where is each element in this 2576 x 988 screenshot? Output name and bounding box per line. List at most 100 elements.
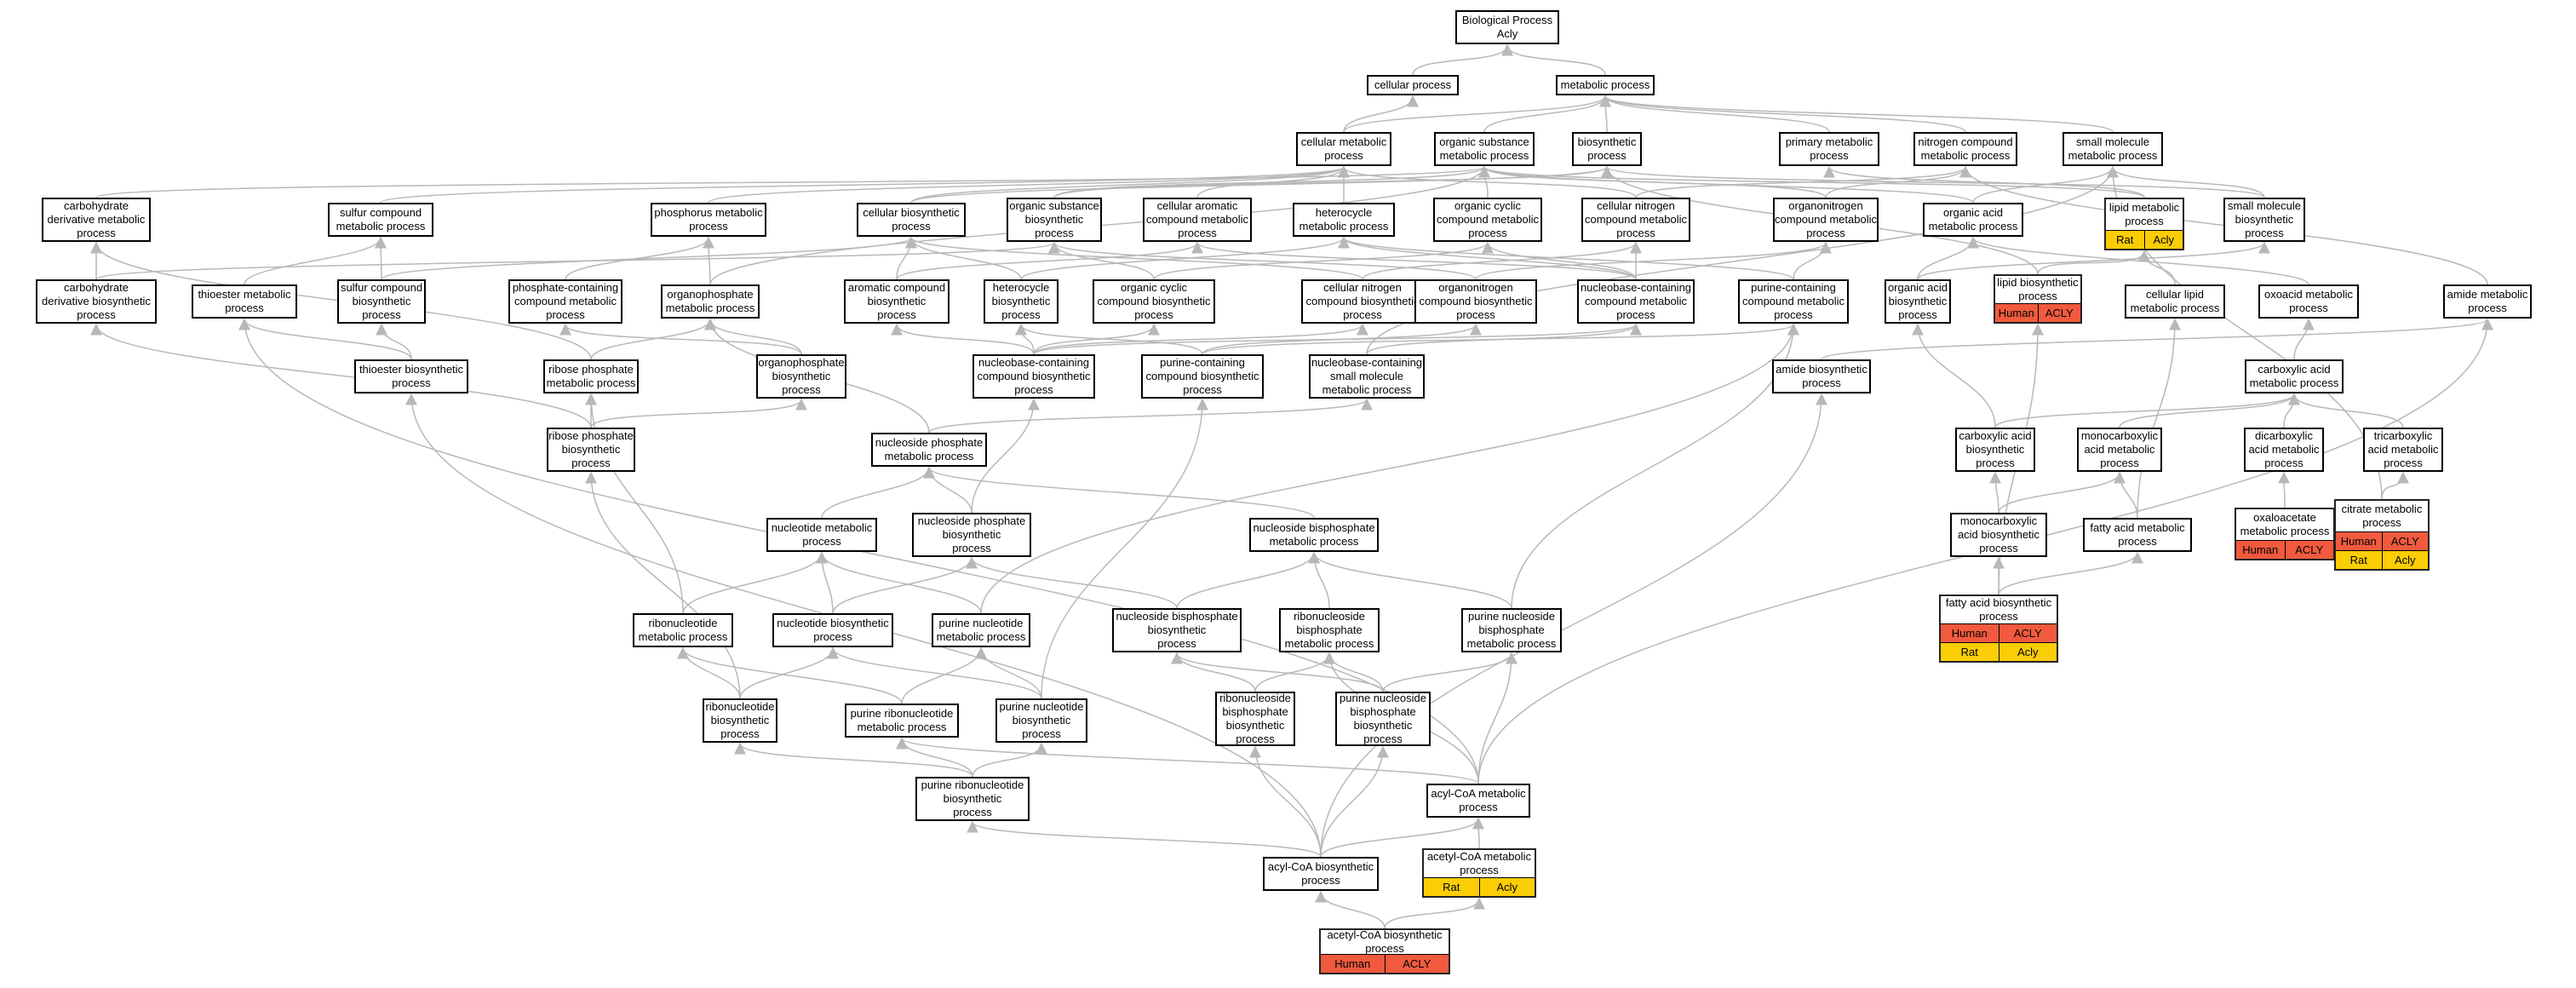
go-term-organic-acid-biosynthetic[interactable]: organic acid biosynthetic process	[1885, 279, 1951, 324]
go-term-organophosphate-metabolic[interactable]: organophosphate metabolic process	[661, 284, 760, 319]
go-term-thioester-metabolic[interactable]: thioester metabolic process	[192, 284, 297, 319]
edge-cellular-aromatic-metabolic-to-cellular-metabolic	[1196, 165, 1350, 198]
go-term-organic-cyclic-biosynthetic[interactable]: organic cyclic compound biosynthetic pro…	[1093, 279, 1215, 324]
go-term-label: cellular process	[1374, 78, 1452, 91]
go-term-acyl-coa-metabolic[interactable]: acyl-CoA metabolic process	[1426, 784, 1530, 818]
go-term-organic-substance-metabolic[interactable]: organic substance metabolic process	[1434, 132, 1535, 166]
go-term-label: nucleobase-containing small molecule met…	[1311, 356, 1423, 396]
edge-purine-nucleotide-metabolic-to-purine-containing-metabolic	[980, 323, 1799, 614]
go-term-cellular-process[interactable]: cellular process	[1367, 75, 1459, 95]
go-term-cellular-biosynthetic[interactable]: cellular biosynthetic process	[857, 203, 966, 237]
go-term-small-molecule-metabolic[interactable]: small molecule metabolic process	[2063, 132, 2163, 166]
go-term-sulfur-compound-metabolic[interactable]: sulfur compound metabolic process	[328, 203, 433, 237]
go-term-organic-acid-metabolic[interactable]: organic acid metabolic process	[1923, 203, 2023, 237]
go-term-ribonucleoside-bisphosphate-biosynthetic[interactable]: ribonucleoside bisphosphate biosynthetic…	[1215, 692, 1295, 746]
go-term-phosphate-containing-metabolic[interactable]: phosphate-containing compound metabolic …	[508, 279, 622, 324]
go-term-nucleotide-biosynthetic[interactable]: nucleotide biosynthetic process	[772, 613, 893, 647]
go-term-nucleobase-small-molecule-metabolic[interactable]: nucleobase-containing small molecule met…	[1309, 354, 1425, 399]
go-term-purine-containing-metabolic[interactable]: purine-containing compound metabolic pro…	[1738, 279, 1849, 324]
go-term-monocarboxylic-acid-biosynthetic[interactable]: monocarboxylic acid biosynthetic process	[1950, 513, 2047, 557]
go-term-carboxylic-acid-biosynthetic[interactable]: carboxylic acid biosynthetic process	[1955, 428, 2035, 472]
go-term-carboxylic-acid-metabolic[interactable]: carboxylic acid metabolic process	[2245, 359, 2344, 393]
go-term-organic-cyclic-metabolic[interactable]: organic cyclic compound metabolic proces…	[1433, 198, 1542, 242]
go-term-label: lipid biosynthetic process	[1997, 276, 2079, 302]
edge-nucleobase-containing-metabolic-to-cellular-aromatic-metabolic	[1191, 241, 1637, 280]
go-term-heterocycle-metabolic[interactable]: heterocycle metabolic process	[1293, 203, 1395, 237]
go-term-primary-metabolic[interactable]: primary metabolic process	[1779, 132, 1879, 166]
go-term-nucleoside-bisphosphate-biosynthetic[interactable]: nucleoside bisphosphate biosynthetic pro…	[1112, 608, 1242, 652]
edge-cellular-nitrogen-biosynthetic-to-cellular-nitrogen-metabolic	[1362, 241, 1642, 280]
edge-organonitrogen-biosynthetic-to-organonitrogen-metabolic	[1475, 241, 1832, 280]
go-term-label: metabolic process	[1560, 78, 1650, 91]
go-term-ribonucleotide-metabolic[interactable]: ribonucleotide metabolic process	[633, 613, 733, 647]
edge-purine-containing-biosynthetic-to-organonitrogen-biosynthetic	[1202, 323, 1482, 355]
go-term-biosynthetic[interactable]: biosynthetic process	[1572, 132, 1642, 166]
go-term-purine-nucleoside-bisphosphate-metabolic[interactable]: purine nucleoside bisphosphate metabolic…	[1461, 608, 1562, 652]
go-term-purine-nucleoside-bisphosphate-biosynthetic[interactable]: purine nucleoside bisphosphate biosynthe…	[1335, 692, 1431, 746]
go-term-aromatic-biosynthetic[interactable]: aromatic compound biosynthetic process	[844, 279, 950, 324]
go-term-tricarboxylic-acid-metabolic[interactable]: tricarboxylic acid metabolic process	[2363, 428, 2443, 472]
edge-purine-containing-metabolic-to-heterocycle-metabolic	[1338, 236, 1794, 280]
go-term-organic-substance-biosynthetic[interactable]: organic substance biosynthetic process	[1007, 198, 1102, 242]
go-term-cellular-lipid-metabolic[interactable]: cellular lipid metabolic process	[2125, 284, 2225, 319]
go-term-amide-metabolic[interactable]: amide metabolic process	[2443, 284, 2532, 319]
edge-primary-metabolic-to-metabolic-process	[1599, 95, 1830, 133]
go-term-label: heterocycle biosynthetic process	[991, 281, 1051, 321]
go-term-purine-nucleotide-biosynthetic[interactable]: purine nucleotide biosynthetic process	[995, 698, 1087, 743]
go-term-carbohydrate-derivative-biosynthetic[interactable]: carbohydrate derivative biosynthetic pro…	[36, 279, 157, 324]
go-term-ribonucleoside-bisphosphate-metabolic[interactable]: ribonucleoside bisphosphate metabolic pr…	[1279, 608, 1380, 652]
go-term-fatty-acid-metabolic[interactable]: fatty acid metabolic process	[2083, 518, 2192, 552]
edge-organic-acid-biosynthetic-to-small-molecule-biosynthetic	[1917, 241, 2270, 280]
edge-nitrogen-compound-metabolic-to-metabolic-process	[1599, 95, 1966, 133]
go-term-label: nucleobase-containing compound metabolic…	[1580, 281, 1692, 321]
go-term-ribose-phosphate-metabolic[interactable]: ribose phosphate metabolic process	[543, 359, 639, 393]
go-term-root[interactable]: Biological Process Acly	[1455, 10, 1559, 44]
go-term-nucleoside-phosphate-metabolic[interactable]: nucleoside phosphate metabolic process	[871, 433, 987, 467]
go-term-phosphorus-metabolic[interactable]: phosphorus metabolic process	[651, 203, 766, 237]
edge-purine-nucleoside-bisphosphate-metabolic-to-nucleoside-bisphosphate-metabolic	[1308, 551, 1512, 609]
go-term-heterocycle-biosynthetic[interactable]: heterocycle biosynthetic process	[984, 279, 1059, 324]
go-term-nucleoside-bisphosphate-metabolic[interactable]: nucleoside bisphosphate metabolic proces…	[1249, 518, 1379, 552]
go-term-label: purine ribonucleotide metabolic process	[850, 707, 954, 733]
go-term-ribonucleotide-biosynthetic[interactable]: ribonucleotide biosynthetic process	[703, 698, 777, 743]
go-term-nucleotide-metabolic[interactable]: nucleotide metabolic process	[766, 518, 877, 552]
go-term-cellular-aromatic-metabolic[interactable]: cellular aromatic compound metabolic pro…	[1143, 198, 1252, 242]
go-term-acyl-coa-biosynthetic[interactable]: acyl-CoA biosynthetic process	[1263, 857, 1379, 891]
edge-purine-ribonucleotide-biosynthetic-to-ribonucleotide-biosynthetic	[734, 742, 973, 778]
go-term-purine-containing-biosynthetic[interactable]: purine-containing compound biosynthetic …	[1141, 354, 1264, 399]
go-term-carbohydrate-derivative-metabolic[interactable]: carbohydrate derivative metabolic proces…	[42, 198, 151, 242]
go-term-nucleoside-phosphate-biosynthetic[interactable]: nucleoside phosphate biosynthetic proces…	[912, 513, 1031, 557]
go-term-monocarboxylic-acid-metabolic[interactable]: monocarboxylic acid metabolic process	[2077, 428, 2162, 472]
go-term-ribose-phosphate-biosynthetic[interactable]: ribose phosphate biosynthetic process	[547, 428, 635, 472]
go-term-purine-ribonucleotide-biosynthetic[interactable]: purine ribonucleotide biosynthetic proce…	[915, 777, 1030, 821]
go-term-dicarboxylic-acid-metabolic[interactable]: dicarboxylic acid metabolic process	[2244, 428, 2324, 472]
go-term-amide-biosynthetic[interactable]: amide biosynthetic process	[1772, 359, 1871, 393]
go-term-organonitrogen-metabolic[interactable]: organonitrogen compound metabolic proces…	[1773, 198, 1879, 242]
go-term-organonitrogen-biosynthetic[interactable]: organonitrogen compound biosynthetic pro…	[1414, 279, 1537, 324]
go-term-label: purine nucleotide metabolic process	[936, 617, 1026, 643]
go-term-thioester-biosynthetic[interactable]: thioester biosynthetic process	[354, 359, 468, 393]
go-term-nucleobase-containing-biosynthetic[interactable]: nucleobase-containing compound biosynthe…	[972, 354, 1095, 399]
go-term-nucleobase-containing-metabolic[interactable]: nucleobase-containing compound metabolic…	[1577, 279, 1695, 324]
go-term-cellular-metabolic[interactable]: cellular metabolic process	[1296, 132, 1391, 166]
go-term-cellular-nitrogen-metabolic[interactable]: cellular nitrogen compound metabolic pro…	[1581, 198, 1690, 242]
go-term-purine-ribonucleotide-metabolic[interactable]: purine ribonucleotide metabolic process	[845, 704, 959, 738]
edge-fatty-acid-metabolic-to-cellular-lipid-metabolic	[2137, 318, 2181, 519]
go-term-sulfur-compound-biosynthetic[interactable]: sulfur compound biosynthetic process	[337, 279, 426, 324]
go-term-cellular-nitrogen-biosynthetic[interactable]: cellular nitrogen compound biosynthetic …	[1301, 279, 1424, 324]
go-term-label: nucleoside bisphosphate biosynthetic pro…	[1116, 610, 1238, 650]
go-term-purine-nucleotide-metabolic[interactable]: purine nucleotide metabolic process	[932, 613, 1030, 647]
go-term-nitrogen-compound-metabolic[interactable]: nitrogen compound metabolic process	[1913, 132, 2017, 166]
go-term-oxoacid-metabolic[interactable]: oxoacid metabolic process	[2258, 284, 2359, 319]
go-term-metabolic-process[interactable]: metabolic process	[1556, 75, 1655, 95]
go-term-small-molecule-biosynthetic[interactable]: small molecule biosynthetic process	[2223, 198, 2305, 242]
go-term-organophosphate-biosynthetic[interactable]: organophosphate biosynthetic process	[756, 354, 846, 399]
edge-cellular-biosynthetic-to-cellular-metabolic	[910, 165, 1350, 204]
